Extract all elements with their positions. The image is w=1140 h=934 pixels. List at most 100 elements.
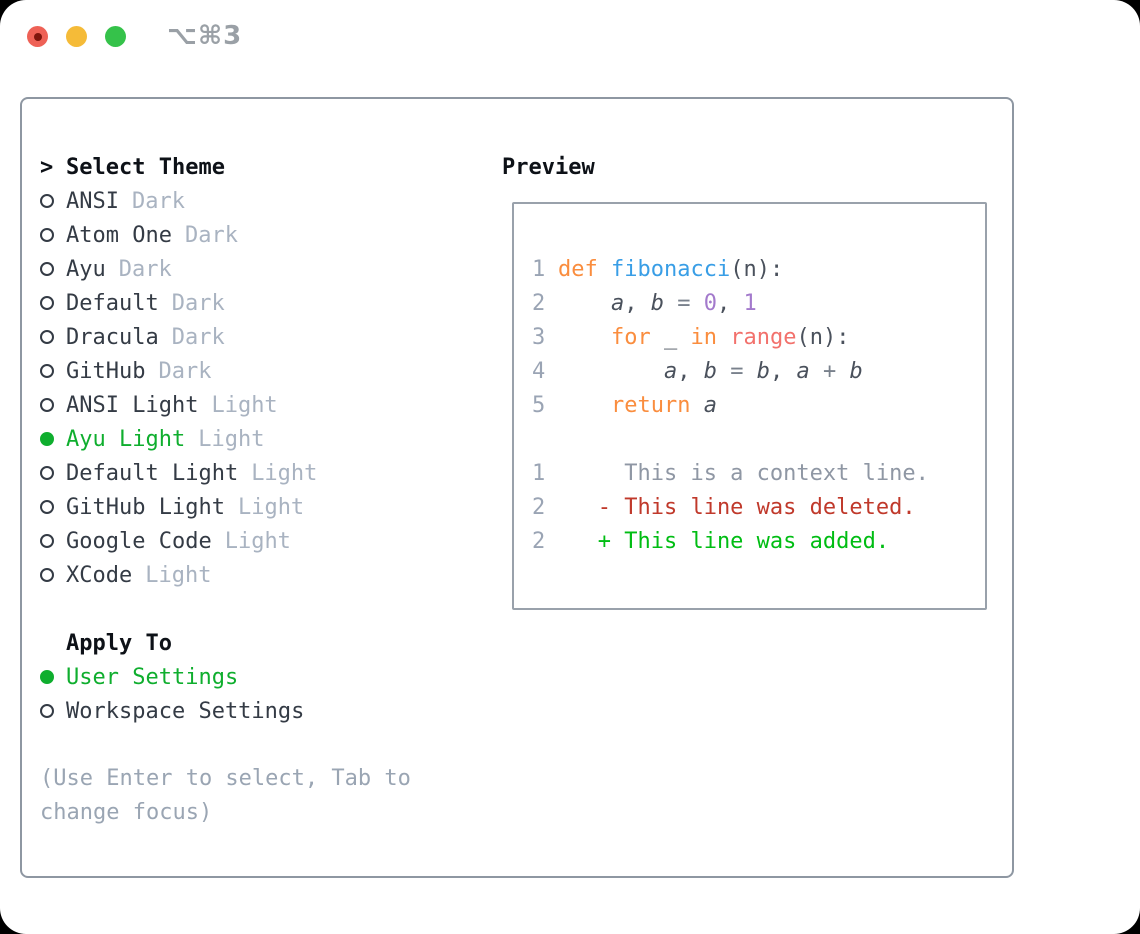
radio-empty-icon	[40, 534, 54, 548]
theme-variant: Dark	[131, 188, 185, 214]
token-var: a	[703, 392, 717, 418]
apply-option-label: Workspace Settings	[66, 698, 305, 724]
theme-variant: Light	[224, 528, 291, 554]
line-number: 2	[532, 494, 546, 520]
line-number: 1	[532, 460, 546, 486]
radio-selected-icon	[40, 432, 54, 446]
token-num: 0	[703, 290, 717, 316]
theme-name: Default	[66, 290, 159, 316]
theme-option-github-light[interactable]: GitHub Light Light	[40, 490, 317, 524]
token-plain	[558, 393, 611, 418]
theme-option-ayu[interactable]: Ayu Dark	[40, 252, 317, 286]
theme-name: Ayu	[66, 256, 106, 282]
radio-empty-icon	[40, 398, 54, 412]
token-fn: fibonacci	[611, 256, 731, 282]
theme-variant: Dark	[171, 290, 225, 316]
theme-option-ansi[interactable]: ANSI Dark	[40, 184, 317, 218]
theme-option-atom-one[interactable]: Atom One Dark	[40, 218, 317, 252]
code-text: This is a context line.	[558, 461, 929, 486]
traffic-lights	[27, 26, 126, 47]
theme-option-github[interactable]: GitHub Dark	[40, 354, 317, 388]
code-blank-line	[532, 422, 985, 456]
theme-variant: Light	[211, 392, 278, 418]
code-line: 3 for _ in range(n):	[532, 320, 985, 354]
token-var: a	[663, 358, 678, 384]
token-ctx: This is a context line.	[558, 460, 929, 486]
token-plain	[690, 291, 703, 316]
token-plain: ,	[677, 358, 704, 384]
token-plain: ,	[716, 290, 744, 316]
token-plain	[558, 291, 611, 316]
token-kw: return	[610, 392, 691, 418]
token-kw: def	[558, 256, 598, 282]
code-text: return a	[558, 393, 717, 418]
radio-empty-icon	[40, 228, 54, 242]
close-button[interactable]	[27, 26, 48, 47]
code-text: for _ in range(n):	[558, 325, 849, 350]
token-plain	[717, 325, 730, 350]
token-plain	[558, 325, 611, 350]
theme-name: XCode	[66, 562, 133, 588]
radio-empty-icon	[40, 194, 54, 208]
radio-empty-icon	[40, 500, 54, 514]
token-plain	[717, 359, 730, 384]
record-dot-icon	[33, 32, 42, 41]
theme-variant: Dark	[118, 256, 172, 282]
token-plain	[558, 359, 664, 384]
code-text: def fibonacci(n):	[558, 257, 783, 282]
code-text: a, b = b, a + b	[558, 359, 863, 384]
token-plain: (n):	[730, 256, 784, 282]
token-var: a	[796, 358, 810, 384]
theme-variant: Dark	[171, 324, 225, 350]
token-op: =	[677, 290, 691, 316]
theme-variant: Dark	[158, 358, 212, 384]
theme-name: ANSI	[66, 188, 119, 214]
line-number: 2	[532, 290, 546, 316]
line-number: 2	[532, 528, 546, 554]
apply-option-user-settings[interactable]: User Settings	[40, 660, 304, 694]
theme-option-default[interactable]: Default Dark	[40, 286, 317, 320]
token-plain: ,	[769, 358, 797, 384]
zoom-button[interactable]	[105, 26, 126, 47]
code-line: 2 + This line was added.	[532, 524, 985, 558]
token-add: + This line was added.	[558, 528, 890, 554]
token-kw: in	[690, 324, 717, 350]
code-line: 2 a, b = 0, 1	[532, 286, 985, 320]
token-call: range	[730, 324, 797, 350]
radio-empty-icon	[40, 330, 54, 344]
token-plain	[690, 393, 703, 418]
token-plain	[836, 359, 849, 384]
radio-empty-icon	[40, 364, 54, 378]
theme-name: Ayu Light	[66, 426, 186, 452]
line-number: 3	[532, 324, 546, 350]
apply-option-label: User Settings	[66, 664, 239, 690]
apply-option-workspace-settings[interactable]: Workspace Settings	[40, 694, 304, 728]
theme-name: GitHub	[66, 358, 146, 384]
theme-variant: Light	[237, 494, 305, 520]
token-plain	[743, 359, 756, 384]
code-line: 5 return a	[532, 388, 985, 422]
radio-selected-icon	[40, 670, 54, 684]
token-plain	[664, 291, 677, 316]
theme-variant: Light	[251, 460, 318, 486]
theme-variant: Dark	[184, 222, 238, 248]
token-var: b	[703, 358, 717, 384]
code-text: - This line was deleted.	[558, 495, 916, 520]
token-del: - This line was deleted.	[558, 494, 916, 520]
token-var: b	[849, 358, 863, 384]
pointer-icon: >	[40, 154, 54, 180]
theme-name: GitHub Light	[66, 494, 225, 520]
select-theme-label: Select Theme	[66, 154, 225, 180]
minimize-button[interactable]	[66, 26, 87, 47]
theme-name: Atom One	[66, 222, 172, 248]
token-num: 1	[743, 290, 757, 316]
